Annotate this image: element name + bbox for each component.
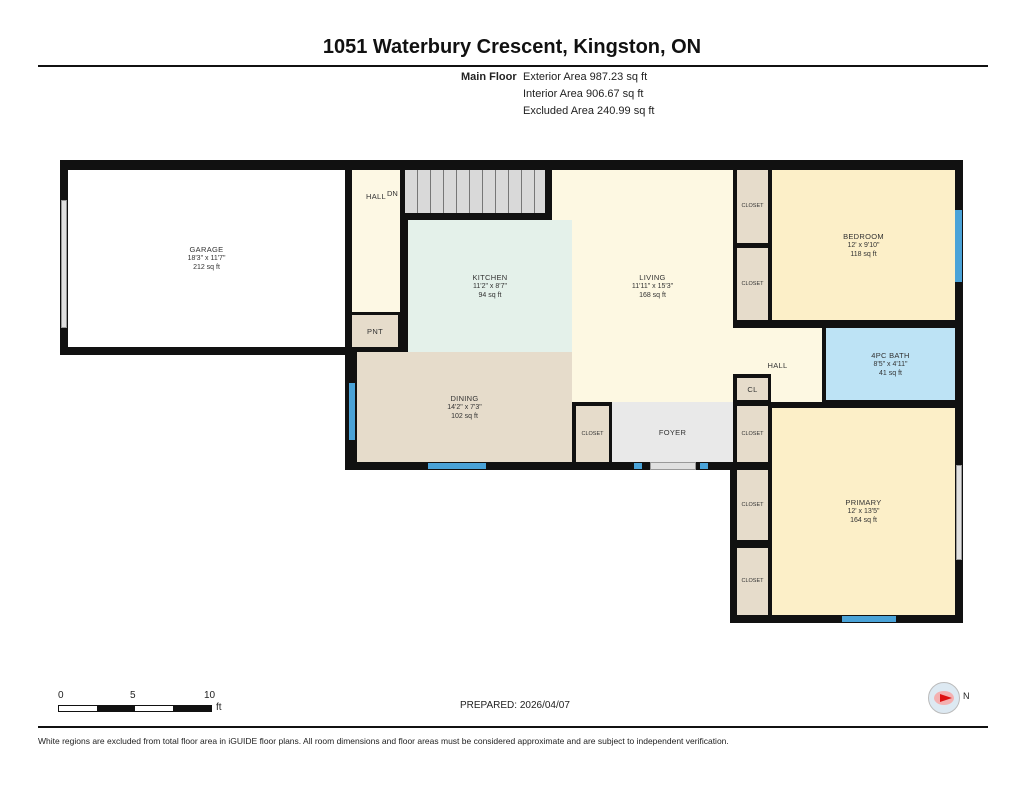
front-door bbox=[650, 462, 696, 470]
footer-divider bbox=[38, 726, 988, 728]
interior-area: Interior Area 906.67 sq ft bbox=[523, 88, 644, 100]
room-name: CL bbox=[747, 384, 758, 394]
scale-graphic bbox=[58, 705, 212, 712]
excluded-area: Excluded Area 240.99 sq ft bbox=[523, 105, 655, 117]
room-cl: CL bbox=[737, 378, 768, 400]
room-area: 212 sq ft bbox=[193, 264, 220, 271]
room-name: HALL bbox=[366, 192, 386, 201]
room-area: 118 sq ft bbox=[850, 250, 877, 258]
header-divider bbox=[38, 65, 988, 67]
disclaimer: White regions are excluded from total fl… bbox=[38, 736, 729, 746]
room-hall: HALL bbox=[352, 170, 400, 312]
room-name: PRIMARY bbox=[845, 498, 882, 507]
room-area: 102 sq ft bbox=[451, 412, 478, 420]
staircase bbox=[405, 170, 545, 213]
room-closet: CLOSET bbox=[576, 406, 609, 462]
room-area: 41 sq ft bbox=[879, 369, 902, 377]
bedroom-window bbox=[955, 210, 962, 282]
garage-window bbox=[61, 200, 67, 328]
room-name: 4PC BATH bbox=[871, 350, 910, 360]
room-closet: CLOSET bbox=[737, 470, 768, 540]
room-name: PNT bbox=[367, 326, 383, 336]
room-name: LIVING bbox=[639, 272, 666, 282]
room-area: 94 sq ft bbox=[478, 291, 502, 299]
primary-window bbox=[956, 465, 962, 560]
living-nook bbox=[552, 170, 572, 220]
room-name: GARAGE bbox=[189, 245, 224, 254]
compass-icon bbox=[928, 682, 960, 714]
room-dims: 12' x 13'5" bbox=[847, 508, 880, 515]
room-dims: 8'5" x 4'11" bbox=[873, 360, 908, 368]
prepared-date: PREPARED: 2026/04/07 bbox=[460, 700, 570, 711]
room-closet: CLOSET bbox=[737, 170, 768, 243]
room-pantry: PNT bbox=[352, 315, 398, 347]
scale-label: 10 bbox=[204, 690, 216, 701]
sidelight-window bbox=[634, 463, 642, 469]
room-foyer: FOYER bbox=[612, 402, 733, 462]
room-name: FOYER bbox=[658, 428, 687, 437]
room-closet: CLOSET bbox=[737, 548, 768, 615]
room-dims: 11'2" x 8'7" bbox=[473, 282, 507, 290]
stairs-down-label: DN bbox=[387, 189, 398, 198]
scale-bar: 0 5 10 ft bbox=[58, 690, 228, 720]
compass-north-label: N bbox=[963, 691, 970, 701]
primary-window bbox=[842, 616, 896, 622]
room-area: 168 sq ft bbox=[639, 291, 666, 299]
page-title: 1051 Waterbury Crescent, Kingston, ON bbox=[322, 36, 702, 58]
scale-label: 0 bbox=[58, 690, 64, 701]
scale-label: 5 bbox=[130, 690, 136, 701]
room-area: 164 sq ft bbox=[850, 517, 877, 524]
room-closet: CLOSET bbox=[737, 248, 768, 320]
sidelight-window bbox=[700, 463, 708, 469]
room-name: HALL bbox=[767, 360, 788, 370]
room-closet: CLOSET bbox=[737, 406, 768, 462]
floor-label: Main Floor bbox=[461, 71, 517, 83]
room-name: KITCHEN bbox=[472, 272, 508, 282]
scale-unit: ft bbox=[216, 702, 222, 713]
room-dims: 18'3" x 11'7" bbox=[187, 255, 226, 262]
area-summary: Exterior Area 987.23 sq ft Interior Area… bbox=[523, 69, 654, 120]
dining-window bbox=[428, 463, 486, 469]
room-name: DINING bbox=[450, 393, 479, 403]
room-dims: 11'11" x 15'3" bbox=[631, 282, 674, 290]
room-dims: 12' x 9'10" bbox=[847, 241, 880, 249]
dining-window bbox=[349, 383, 355, 440]
room-name: BEDROOM bbox=[843, 231, 884, 241]
room-dims: 14'2" x 7'3" bbox=[447, 403, 482, 411]
exterior-area: Exterior Area 987.23 sq ft bbox=[523, 71, 648, 83]
